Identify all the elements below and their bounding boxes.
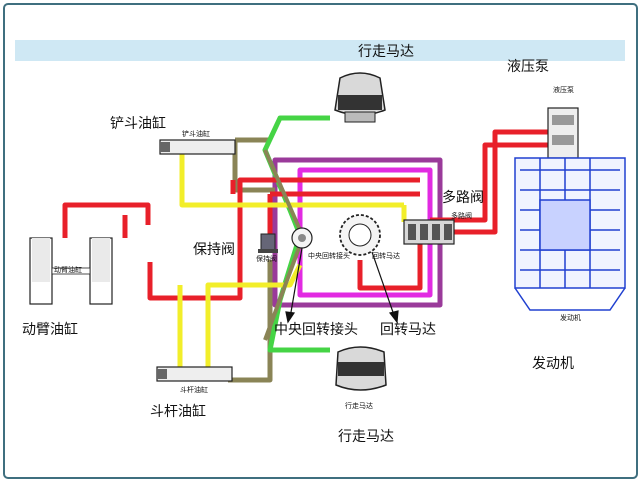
diagram-border xyxy=(3,3,638,479)
multiway-valve xyxy=(403,219,455,245)
boom-cylinder xyxy=(29,237,113,305)
magenta-line-loop xyxy=(297,167,433,298)
central-swivel-joint xyxy=(291,227,313,249)
pointer-arrows xyxy=(285,247,399,324)
label-travel-motor-top: 行走马达 xyxy=(358,44,414,60)
label-multiway-valve: 多路阀 xyxy=(442,189,484,206)
arm-cylinder xyxy=(156,366,233,382)
purple-line xyxy=(272,157,443,308)
hydraulic-pump xyxy=(547,107,579,159)
label-swing-motor: 回转马达 xyxy=(380,322,436,338)
label-boom-cylinder: 动臂油缸 xyxy=(22,321,78,338)
tiny-label-arm-cylinder: 斗杆油缸 xyxy=(180,385,208,394)
label-central-swivel-joint: 中央回转接头 xyxy=(274,321,358,338)
label-bucket-cylinder: 铲斗油缸 xyxy=(110,115,166,132)
label-travel-motor-bottom: 行走马达 xyxy=(338,429,394,445)
travel-motor-top xyxy=(334,72,386,123)
label-arm-cylinder: 斗杆油缸 xyxy=(150,403,206,420)
swing-motor xyxy=(339,214,381,256)
label-holding-valve: 保持阀 xyxy=(193,242,235,258)
tiny-label-boom-cylinder: 动臂油缸 xyxy=(54,265,82,274)
tiny-label-hydraulic-pump: 液压泵 xyxy=(553,85,574,94)
header-band xyxy=(15,40,625,61)
travel-motor-bottom xyxy=(335,346,387,391)
tiny-label-swing-motor: 回转马达 xyxy=(372,251,400,260)
tiny-label-holding-valve: 保持阀 xyxy=(256,254,277,263)
holding-valve xyxy=(258,233,278,253)
label-hydraulic-pump: 液压泵 xyxy=(507,59,549,75)
tiny-label-travel-motor: 行走马达 xyxy=(345,401,373,410)
label-engine: 发动机 xyxy=(532,356,574,372)
hydraulic-lines xyxy=(62,115,560,383)
bucket-cylinder xyxy=(159,139,236,155)
tiny-label-multiway-valve: 多路阀 xyxy=(451,211,472,220)
engine xyxy=(514,157,626,311)
tiny-label-central-swivel-joint: 中央回转接头 xyxy=(308,251,350,260)
tiny-label-bucket-cylinder: 铲斗油缸 xyxy=(182,129,210,138)
red-line xyxy=(62,129,560,301)
tiny-label-engine: 发动机 xyxy=(560,313,581,322)
olive-line-diagonal xyxy=(263,149,302,341)
yellow-line xyxy=(177,142,407,370)
